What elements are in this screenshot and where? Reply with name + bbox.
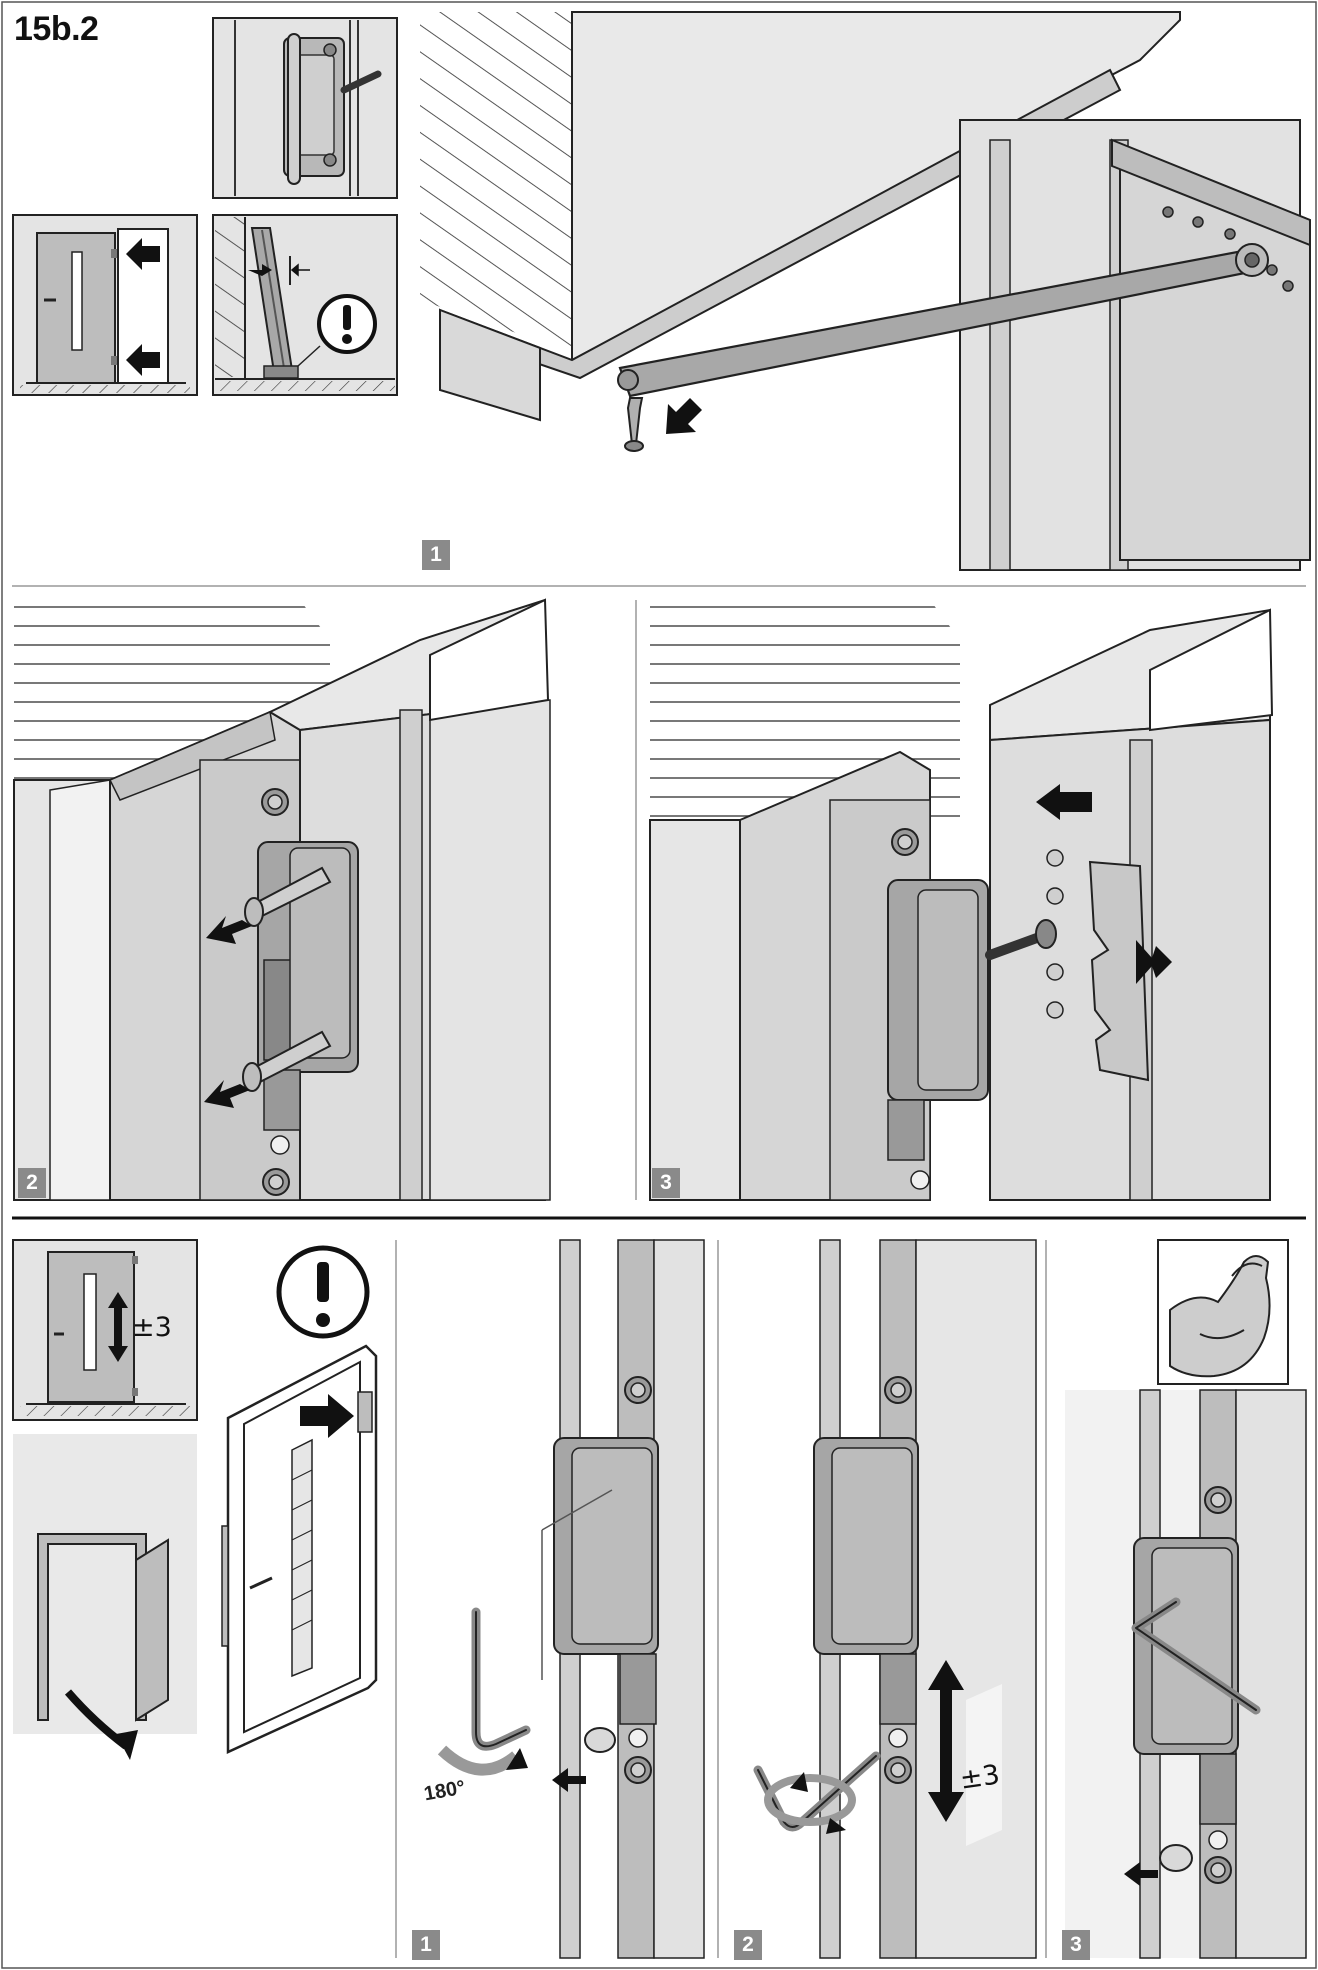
push-arrow-icon xyxy=(126,238,160,270)
step-badge-top-1: 1 xyxy=(422,540,450,570)
step-badge-middle-3: 3 xyxy=(652,1168,680,1198)
step-badge-middle-2: 2 xyxy=(18,1168,46,1198)
push-arrow-icon xyxy=(666,398,702,434)
push-arrow-icon xyxy=(300,1394,354,1438)
page-title: 15b.2 xyxy=(14,10,99,48)
closer-arm-illustration xyxy=(420,11,1311,571)
side-warning-thumbnail xyxy=(212,214,398,396)
push-arrow-icon xyxy=(552,1768,586,1792)
push-arrow-icon xyxy=(206,916,252,944)
step-badge-bottom-2: 2 xyxy=(734,1930,762,1960)
strength-arm-icon xyxy=(1157,1239,1289,1385)
hex-key-icon xyxy=(471,1607,531,1751)
bottom-step2-illustration xyxy=(753,1239,1037,1959)
warning-icon xyxy=(276,1245,370,1339)
step-badge-bottom-3: 3 xyxy=(1062,1930,1090,1960)
door-arrows-thumbnail xyxy=(12,214,198,396)
screw-icon xyxy=(624,397,644,452)
push-arrow-icon xyxy=(1124,1862,1158,1886)
adjust-range-label-small: ±3 xyxy=(132,1312,172,1343)
hex-key-icon xyxy=(1131,1597,1261,1715)
push-arrow-icon xyxy=(204,1080,250,1108)
bottom-step1-illustration xyxy=(437,1239,705,1959)
push-arrow-icon xyxy=(126,344,160,376)
step-badge-bottom-1: 1 xyxy=(412,1930,440,1960)
door-warning-illustration xyxy=(221,1245,378,1754)
top-section xyxy=(12,11,1311,571)
middle-right-illustration xyxy=(635,600,1274,1201)
warning-icon xyxy=(317,294,377,354)
push-arrow-icon xyxy=(1036,784,1092,820)
bottom-left-thumbnails xyxy=(12,1239,198,1760)
bottom-step3-illustration xyxy=(1065,1239,1307,1959)
push-arrow-icon xyxy=(1136,940,1172,984)
screw-icon xyxy=(242,1030,332,1092)
adjust-range-label-large: ±3 xyxy=(958,1759,1002,1796)
middle-left-illustration xyxy=(13,598,551,1201)
screw-icon xyxy=(244,866,332,927)
adjust-arrow-icon xyxy=(928,1660,964,1822)
hinge-closeup-thumbnail xyxy=(212,17,398,199)
